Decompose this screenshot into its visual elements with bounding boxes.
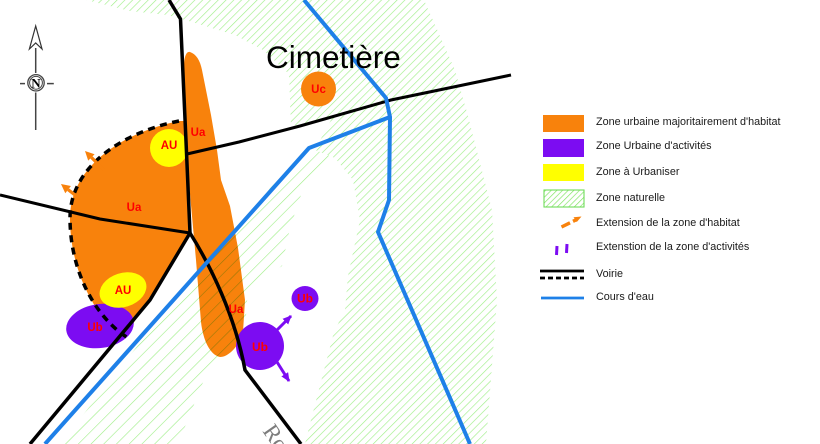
svg-text:Ub: Ub bbox=[252, 340, 268, 354]
svg-text:Cimetière: Cimetière bbox=[266, 39, 401, 75]
svg-text:Ua: Ua bbox=[127, 202, 142, 214]
svg-text:Ub: Ub bbox=[87, 322, 102, 334]
svg-text:Zone à Urbaniser: Zone à Urbaniser bbox=[596, 166, 680, 178]
svg-text:N: N bbox=[31, 76, 41, 91]
svg-text:Ua: Ua bbox=[229, 304, 244, 316]
svg-text:AU: AU bbox=[161, 140, 178, 152]
svg-text:AU: AU bbox=[115, 285, 132, 297]
svg-text:Cours d'eau: Cours d'eau bbox=[596, 291, 654, 303]
svg-text:Extension de la zone d'habitat: Extension de la zone d'habitat bbox=[596, 217, 740, 229]
svg-text:Zone urbaine majoritairement d: Zone urbaine majoritairement d'habitat bbox=[596, 116, 781, 128]
svg-text:Zone naturelle: Zone naturelle bbox=[596, 192, 665, 204]
svg-text:Uc: Uc bbox=[311, 84, 326, 96]
svg-text:Extenstion de la zone d'activi: Extenstion de la zone d'activités bbox=[596, 241, 750, 253]
svg-text:Ub: Ub bbox=[297, 292, 313, 306]
svg-text:Voirie: Voirie bbox=[596, 268, 623, 280]
svg-text:Ua: Ua bbox=[191, 127, 206, 139]
svg-text:Zone Urbaine d'activités: Zone Urbaine d'activités bbox=[596, 140, 712, 152]
